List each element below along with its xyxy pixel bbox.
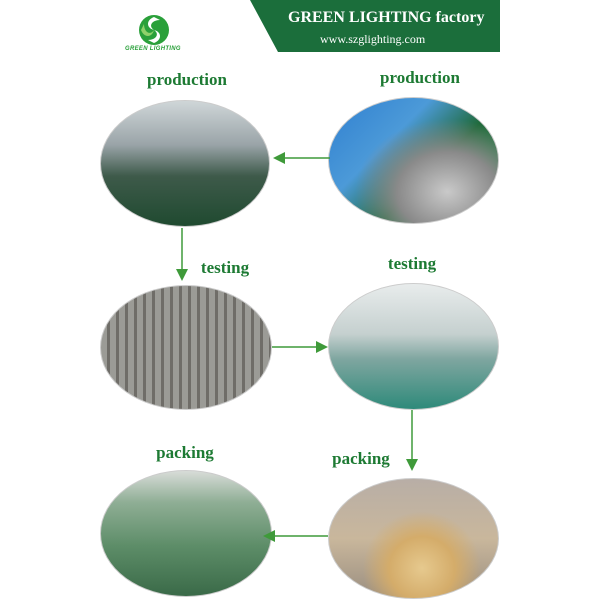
aging-test-racks-photo (100, 285, 272, 410)
step-label-production-right: production (380, 68, 460, 87)
assembly-workers-photo (328, 97, 499, 224)
warehouse-cartons-photo (100, 470, 272, 597)
production-line-photo (100, 100, 270, 227)
packing-area-photo (328, 478, 499, 599)
step-label-testing-right: testing (387, 254, 437, 273)
step-label-production-left: production (147, 70, 227, 89)
logo-text: GREEN LIGHTING (125, 46, 181, 52)
testing-workshop-photo (328, 283, 499, 410)
header-url[interactable]: www.szglighting.com (320, 32, 426, 46)
header-title: GREEN LIGHTING factory (288, 9, 485, 26)
step-label-packing-right: packing (332, 449, 390, 468)
header-banner (250, 0, 500, 52)
green-lighting-logo-icon (139, 15, 169, 45)
step-label-packing-left: packing (156, 443, 214, 462)
step-label-testing-left: testing (200, 258, 250, 277)
